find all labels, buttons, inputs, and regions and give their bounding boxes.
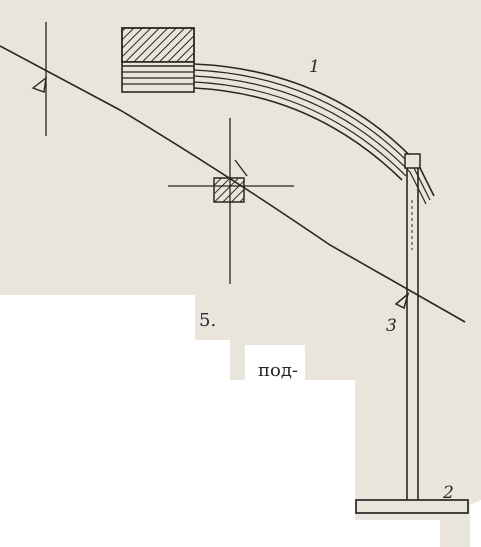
base-plate	[355, 499, 469, 514]
figure-number: 5.	[199, 310, 216, 331]
clamp-block	[121, 27, 195, 63]
rod-top-cap	[404, 153, 421, 169]
label-base-2: 2	[442, 483, 454, 503]
vertical-rod	[404, 153, 421, 512]
leaf-spring	[122, 63, 435, 205]
rod-pointer	[394, 291, 410, 310]
text-fragment: под-	[258, 360, 298, 381]
slanted-reference-line	[0, 45, 466, 323]
left-pointer-mark	[31, 76, 47, 93]
label-spring-1: 1	[309, 57, 320, 77]
label-pointer-3: 3	[386, 316, 397, 336]
clamp-base	[121, 61, 195, 93]
center-marker-block	[213, 177, 245, 203]
center-crosshair	[168, 118, 294, 284]
